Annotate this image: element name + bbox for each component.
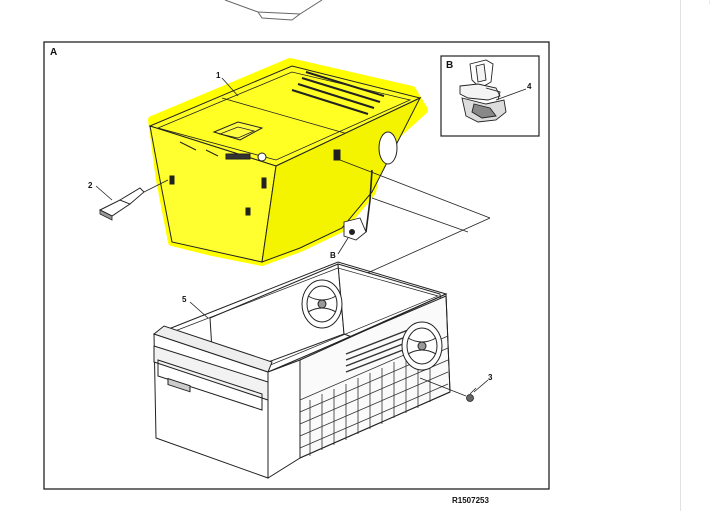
callout-leader-1: [221, 77, 239, 97]
assembly-line-2: [143, 179, 169, 193]
fan-upper: [301, 279, 343, 329]
clip-detail: [459, 59, 507, 123]
callout-leader-3: [473, 379, 489, 393]
panel-a-frame: [43, 41, 550, 490]
callout-b: B: [330, 251, 336, 260]
callout-leader-2: [95, 185, 113, 201]
panel-a-label: A: [50, 47, 57, 58]
callout-3: 3: [488, 373, 493, 382]
callout-5: 5: [182, 295, 187, 304]
callout-1: 1: [216, 71, 221, 80]
page-divider: [680, 0, 681, 511]
callout-leader-5: [189, 301, 209, 319]
inset-b-label: B: [446, 60, 453, 71]
callout-4: 4: [527, 82, 532, 91]
fan-lower: [401, 321, 443, 371]
reference-code: R1507253: [452, 496, 489, 505]
assembly-line-3: [419, 377, 467, 397]
edge-mark: ↕: [708, 0, 711, 6]
callout-leader-b: [337, 237, 349, 255]
cover-vents: [291, 71, 385, 115]
callout-2: 2: [88, 181, 93, 190]
drawer-housing: [152, 261, 451, 479]
screw: [466, 387, 477, 402]
callout-leader-4: [495, 88, 527, 101]
previous-figure-remnant: [224, 0, 323, 21]
inset-b-frame: [440, 55, 540, 137]
latch-key: [98, 187, 145, 221]
ice-bin-cover-highlight: [148, 58, 428, 266]
